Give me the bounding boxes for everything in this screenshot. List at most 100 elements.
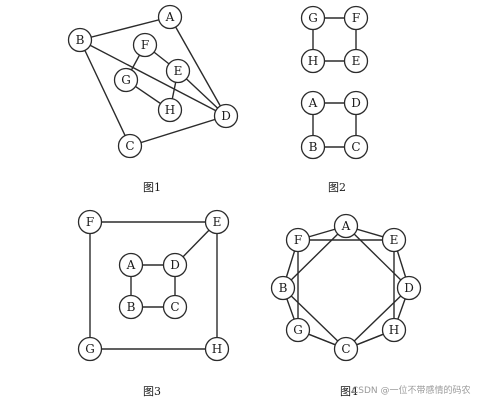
fig1-edge-B-A bbox=[79, 16, 171, 41]
fig2-node-circle-H bbox=[300, 48, 326, 74]
fig3-node-label-C: C bbox=[170, 300, 179, 314]
fig4-node-label-G: G bbox=[293, 323, 303, 337]
fig4-node-F: F bbox=[285, 227, 311, 253]
fig2-node-circle-B bbox=[300, 134, 326, 160]
fig4-node-C: C bbox=[333, 336, 359, 362]
fig1-node-H: H bbox=[157, 97, 183, 123]
fig3-node-circle-E bbox=[204, 209, 230, 235]
fig3-node-C: C bbox=[162, 294, 188, 320]
fig3-node-label-G: G bbox=[85, 342, 95, 356]
fig4-node-label-H: H bbox=[389, 323, 399, 337]
fig1-node-circle-C bbox=[117, 133, 143, 159]
fig3-node-G: G bbox=[77, 336, 103, 362]
fig4-node-circle-C bbox=[333, 336, 359, 362]
fig4-node-label-F: F bbox=[294, 233, 302, 247]
fig1-node-label-C: C bbox=[125, 139, 134, 153]
fig3-node-E: E bbox=[204, 209, 230, 235]
fig3-node-label-E: E bbox=[213, 215, 222, 229]
fig1-node-circle-G bbox=[113, 67, 139, 93]
fig2-node-circle-A bbox=[300, 90, 326, 116]
fig1-edge-D-C bbox=[129, 115, 227, 147]
fig2-node-label-C: C bbox=[351, 140, 360, 154]
fig3-node-D: D bbox=[162, 252, 188, 278]
fig3-node-H: H bbox=[204, 336, 230, 362]
fig1-node-label-F: F bbox=[141, 38, 149, 52]
fig1-node-circle-H bbox=[157, 97, 183, 123]
fig3-node-circle-D bbox=[162, 252, 188, 278]
caption-fig3: 图3 bbox=[143, 385, 161, 398]
fig3-node-label-D: D bbox=[170, 258, 180, 272]
fig1-node-circle-B bbox=[67, 27, 93, 53]
fig2-node-H: H bbox=[300, 48, 326, 74]
fig2-node-A: A bbox=[300, 90, 326, 116]
fig4-node-label-D: D bbox=[404, 281, 414, 295]
fig4-node-circle-A bbox=[333, 213, 359, 239]
fig1-node-A: A bbox=[157, 4, 183, 30]
fig4-edge-D-C bbox=[345, 287, 410, 350]
fig1-node-label-G: G bbox=[121, 73, 131, 87]
fig2-node-E: E bbox=[343, 48, 369, 74]
fig1-node-circle-F bbox=[132, 32, 158, 58]
fig3-node-label-B: B bbox=[127, 300, 136, 314]
fig3-node-circle-G bbox=[77, 336, 103, 362]
fig4-edge-A-D bbox=[345, 225, 410, 289]
fig3-node-F: F bbox=[77, 209, 103, 235]
fig2-node-label-B: B bbox=[309, 140, 318, 154]
fig2-node-F: F bbox=[343, 5, 369, 31]
fig1-node-F: F bbox=[132, 32, 158, 58]
fig1-node-label-A: A bbox=[165, 10, 175, 24]
fig2-node-circle-C bbox=[343, 134, 369, 160]
fig4-node-label-C: C bbox=[341, 342, 350, 356]
fig4-node-circle-F bbox=[285, 227, 311, 253]
fig3-node-label-F: F bbox=[86, 215, 94, 229]
fig1-edge-B-D bbox=[79, 39, 227, 117]
fig2-node-label-F: F bbox=[352, 11, 360, 25]
fig3-node-circle-C bbox=[162, 294, 188, 320]
fig4-node-label-B: B bbox=[279, 281, 288, 295]
fig4-node-circle-E bbox=[381, 227, 407, 253]
fig3-node-A: A bbox=[118, 252, 144, 278]
fig2-node-circle-D bbox=[343, 90, 369, 116]
fig3-node-label-H: H bbox=[212, 342, 222, 356]
fig1-node-C: C bbox=[117, 133, 143, 159]
fig3-node-circle-F bbox=[77, 209, 103, 235]
fig4-node-circle-G bbox=[285, 317, 311, 343]
fig3-node-circle-H bbox=[204, 336, 230, 362]
fig2-node-circle-G bbox=[300, 5, 326, 31]
caption-fig2: 图2 bbox=[328, 181, 346, 194]
fig1-node-D: D bbox=[213, 103, 239, 129]
watermark: CSDN @一位不带感情的码农 bbox=[352, 384, 471, 396]
fig3-node-B: B bbox=[118, 294, 144, 320]
fig4-node-H: H bbox=[381, 317, 407, 343]
caption-fig1: 图1 bbox=[143, 181, 161, 194]
captions-layer: 图1 图2 图3 图4 CSDN @一位不带感情的码农 bbox=[143, 181, 471, 398]
fig3-node-label-A: A bbox=[126, 258, 136, 272]
fig1-node-E: E bbox=[165, 58, 191, 84]
fig2-node-B: B bbox=[300, 134, 326, 160]
fig4-node-label-A: A bbox=[341, 219, 351, 233]
fig1-node-label-H: H bbox=[165, 103, 175, 117]
fig1-node-label-B: B bbox=[76, 33, 85, 47]
fig1-edge-C-B bbox=[79, 39, 131, 147]
fig2-node-circle-F bbox=[343, 5, 369, 31]
fig3-node-circle-B bbox=[118, 294, 144, 320]
fig4-node-B: B bbox=[270, 275, 296, 301]
fig2-node-label-D: D bbox=[351, 96, 361, 110]
fig2-node-label-G: G bbox=[308, 11, 318, 25]
fig1-node-circle-A bbox=[157, 4, 183, 30]
fig4-edge-A-B bbox=[282, 225, 347, 289]
fig4-node-circle-D bbox=[396, 275, 422, 301]
fig1-node-B: B bbox=[67, 27, 93, 53]
fig2-node-C: C bbox=[343, 134, 369, 160]
fig1-node-circle-D bbox=[213, 103, 239, 129]
fig2-node-circle-E bbox=[343, 48, 369, 74]
fig2-node-D: D bbox=[343, 90, 369, 116]
fig2-node-label-E: E bbox=[352, 54, 361, 68]
fig4-node-A: A bbox=[333, 213, 359, 239]
fig1-node-circle-E bbox=[165, 58, 191, 84]
fig1-edge-A-D bbox=[169, 16, 227, 117]
fig2-node-label-H: H bbox=[308, 54, 318, 68]
